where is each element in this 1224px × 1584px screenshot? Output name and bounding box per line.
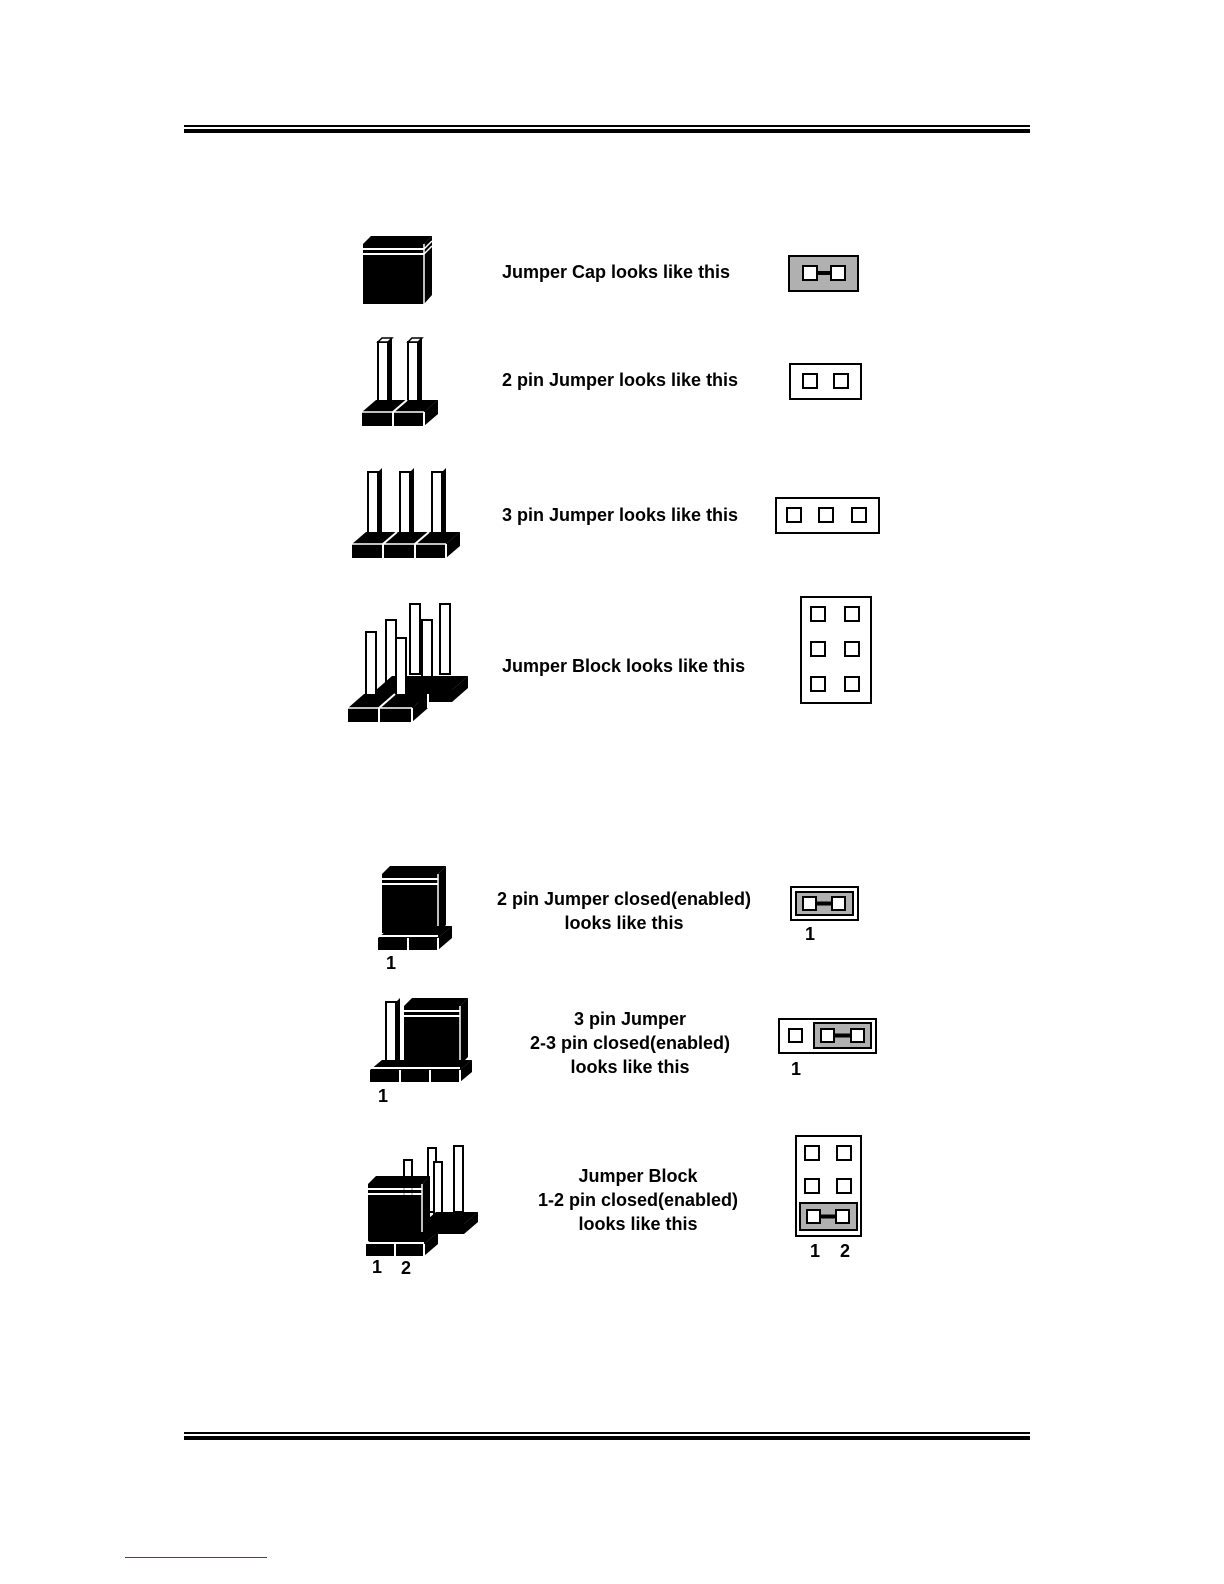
two-pin-jumper-3d-icon [360, 336, 442, 428]
two-pin-closed-3d-pin-number: 1 [386, 953, 396, 973]
three-pin-closed-label: 3 pin Jumper 2-3 pin closed(enabled) loo… [500, 1007, 760, 1079]
three-pin-closed-3d-pin-number: 1 [378, 1086, 388, 1106]
three-pin-closed-schematic-pin-number: 1 [791, 1059, 801, 1079]
block-closed-label-line-1: Jumper Block [508, 1164, 768, 1188]
jumper-cap-3d-icon [360, 234, 436, 308]
two-pin-closed-3d-icon [376, 864, 456, 954]
two-pin-closed-label: 2 pin Jumper closed(enabled) looks like … [488, 887, 760, 935]
block-closed-schematic-icon [795, 1135, 863, 1239]
three-pin-jumper-3d-icon [350, 466, 464, 560]
block-closed-schematic-pin-number-1: 1 [810, 1241, 820, 1261]
block-closed-3d-pin-number-1: 1 [372, 1257, 382, 1277]
two-pin-closed-label-line-2: looks like this [488, 911, 760, 935]
two-pin-jumper-label: 2 pin Jumper looks like this [502, 368, 738, 392]
three-pin-closed-label-line-2: 2-3 pin closed(enabled) [500, 1031, 760, 1055]
two-pin-closed-label-line-1: 2 pin Jumper closed(enabled) [488, 887, 760, 911]
jumper-cap-schematic-icon [788, 255, 860, 293]
block-closed-3d-pin-number-2: 2 [401, 1258, 411, 1278]
three-pin-closed-label-line-3: looks like this [500, 1055, 760, 1079]
block-closed-label-line-3: looks like this [508, 1212, 768, 1236]
three-pin-closed-3d-icon [368, 996, 476, 1084]
jumper-cap-label: Jumper Cap looks like this [502, 260, 730, 284]
jumper-block-schematic-icon [800, 596, 874, 706]
two-pin-jumper-schematic-icon [789, 363, 863, 401]
block-closed-schematic-pin-number-2: 2 [840, 1241, 850, 1261]
three-pin-closed-label-line-1: 3 pin Jumper [500, 1007, 760, 1031]
block-closed-label-line-2: 1-2 pin closed(enabled) [508, 1188, 768, 1212]
footer-link-underline [125, 1557, 267, 1558]
three-pin-closed-schematic-icon [778, 1018, 878, 1056]
block-closed-label: Jumper Block 1-2 pin closed(enabled) loo… [508, 1164, 768, 1236]
block-closed-3d-icon [364, 1140, 482, 1258]
two-pin-closed-schematic-pin-number: 1 [805, 924, 815, 944]
three-pin-jumper-schematic-icon [775, 497, 881, 535]
three-pin-jumper-label: 3 pin Jumper looks like this [502, 503, 738, 527]
two-pin-closed-schematic-icon [790, 886, 860, 922]
jumper-block-3d-icon [346, 600, 470, 724]
jumper-block-label: Jumper Block looks like this [502, 654, 745, 678]
